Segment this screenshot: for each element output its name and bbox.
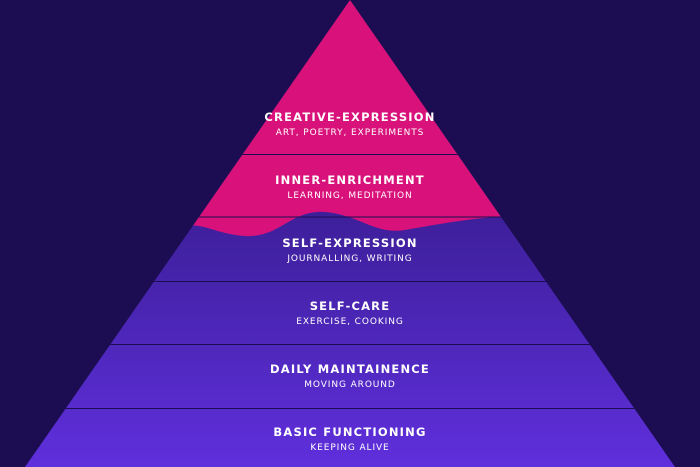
tier-creative-expression: CREATIVE-EXPRESSION ART, POETRY, EXPERIM…	[0, 110, 700, 138]
tier-daily-maintainence: DAILY MAINTAINENCE MOVING AROUND	[0, 362, 700, 390]
tier-examples: KEEPING ALIVE	[310, 443, 390, 453]
pyramid-lower-section	[25, 0, 675, 467]
tier-self-care: SELF-CARE EXERCISE, COOKING	[0, 299, 700, 327]
tier-inner-enrichment: INNER-ENRICHMENT LEARNING, MEDITATION	[0, 173, 700, 201]
tier-title: BASIC FUNCTIONING	[273, 425, 427, 439]
tier-examples: JOURNALLING, WRITING	[287, 254, 413, 264]
tier-title: SELF-CARE	[309, 299, 391, 313]
tier-title: DAILY MAINTAINENCE	[270, 362, 430, 376]
tier-title: SELF-EXPRESSION	[282, 236, 418, 250]
tier-examples: EXERCISE, COOKING	[296, 317, 404, 327]
pyramid-upper-section	[150, 0, 520, 237]
tier-self-expression: SELF-EXPRESSION JOURNALLING, WRITING	[0, 236, 700, 264]
tier-examples: LEARNING, MEDITATION	[287, 191, 413, 201]
tier-title: CREATIVE-EXPRESSION	[264, 110, 436, 124]
tier-basic-functioning: BASIC FUNCTIONING KEEPING ALIVE	[0, 425, 700, 453]
tier-title: INNER-ENRICHMENT	[275, 173, 425, 187]
tier-examples: ART, POETRY, EXPERIMENTS	[275, 128, 425, 138]
tier-examples: MOVING AROUND	[304, 380, 396, 390]
